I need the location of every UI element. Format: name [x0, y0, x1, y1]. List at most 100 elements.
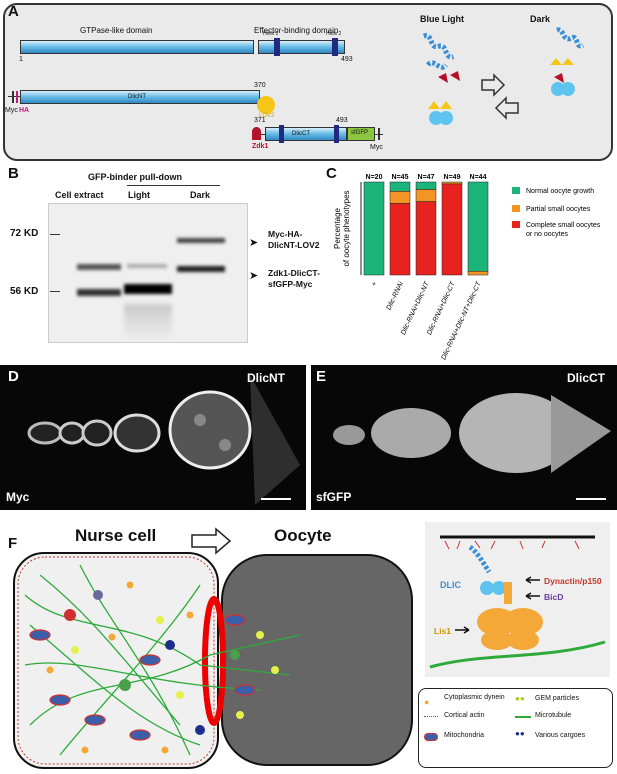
panel-label-b: B — [8, 165, 19, 182]
ring-canal — [202, 596, 226, 726]
ct-myc-label: Myc — [370, 144, 383, 151]
band-extract-upper — [77, 264, 121, 270]
microtubule-network — [24, 564, 301, 756]
bar-segment-2-1 — [389, 181, 411, 192]
lov2-domain — [257, 96, 275, 114]
cargo-group — [64, 590, 240, 735]
helix2-box — [332, 38, 338, 56]
bar-segment-0-1 — [389, 203, 411, 276]
myc-label: Myc — [5, 107, 18, 114]
dlicnt-egg-chamber-image — [27, 375, 300, 505]
bar-segment-0-3 — [441, 183, 463, 276]
light-dark-schematic — [423, 27, 585, 125]
light-helix-icon — [423, 33, 455, 70]
panel-label-d: D — [8, 368, 19, 385]
panel-label-f: F — [8, 535, 18, 552]
marker-72kd-tick — [50, 234, 60, 235]
helix1-box — [274, 38, 280, 56]
scale-bar-d — [261, 498, 291, 500]
helix2-label: Helix 2 — [326, 31, 342, 37]
ct-helix1-box — [279, 125, 284, 143]
bar-segment-1-2 — [415, 189, 437, 202]
pulldown-bracket — [127, 185, 220, 186]
n-label-0: N=20 — [366, 174, 383, 181]
bar-segment-0-2 — [415, 201, 437, 276]
phenotype-chart: Percentageof oocyte phenotypesN=20+N=45D… — [333, 174, 601, 360]
dynein-complex-diagram — [429, 535, 606, 669]
dlicnt-label: DlicNT — [128, 94, 146, 100]
gem-legend-icon: ●● — [515, 694, 525, 703]
band2-label-1: Zdk1-DlicCT- — [268, 268, 320, 278]
category-label-0: + — [371, 281, 379, 288]
marker-72kd: 72 KD — [10, 228, 39, 239]
gtpase-domain-label: GTPase-like domain — [80, 26, 153, 35]
dynein-legend-icon: ● — [424, 697, 430, 707]
mt-legend-icon — [515, 716, 531, 718]
band-extract-lower — [77, 289, 121, 296]
legend-cargo-label: Various cargoes — [535, 732, 586, 739]
nurse-cell-label: Nurse cell — [75, 526, 157, 545]
bar-segment-1-4 — [467, 271, 489, 276]
legend-mito-label: Mitochondria — [444, 732, 485, 739]
start-residue: 1 — [19, 56, 23, 63]
panel-label-c: C — [326, 165, 337, 182]
legend-dynein-label-1: Cytoplasmic dynein — [444, 694, 505, 701]
arrow-left-icon — [494, 96, 519, 120]
lane-dark: Dark — [190, 190, 211, 200]
legend-swatch-0 — [512, 221, 520, 228]
gtpase-domain-bar — [20, 40, 254, 54]
legend-mt-label: Microtubule — [535, 712, 572, 719]
panel-label-e: E — [316, 368, 327, 385]
marker-56kd: 56 KD — [10, 286, 39, 297]
nurse-cell-body — [13, 552, 219, 769]
panel-label-a: A — [8, 3, 19, 20]
panel-d-title: DlicNT — [247, 371, 286, 385]
zdk1-icon-2 — [450, 71, 460, 81]
inset-microtubule — [429, 640, 606, 669]
myc-tag — [12, 91, 14, 103]
dark-complex-icon — [550, 27, 585, 96]
band-light-lower — [124, 284, 172, 294]
band1-label-1: Myc-HA- — [268, 229, 303, 239]
panel-d-stain: Myc — [6, 490, 30, 504]
ct-linker — [261, 134, 266, 135]
panel-e-title: DlicCT — [567, 371, 606, 385]
bar-segment-1-1 — [389, 191, 411, 204]
y-axis-label: Percentageof oocyte phenotypes — [333, 190, 351, 266]
zdk1-icon — [438, 73, 448, 83]
ct-end-residue: 493 — [336, 117, 348, 124]
n-label-3: N=49 — [444, 174, 461, 181]
nt-end-residue: 370 — [254, 82, 266, 89]
dlicct-label: DlicCT — [292, 131, 310, 137]
band-light-upper — [127, 264, 167, 268]
lane-cell-extract: Cell extract — [55, 190, 104, 200]
lov2-dynein-icon — [428, 101, 453, 125]
lov2-label: LOV2 — [259, 113, 275, 119]
category-label-2: Dlic-RNAi+Dlic-NT — [400, 280, 431, 336]
helix1-label: Helix 1 — [263, 31, 279, 37]
ct-start-residue: 371 — [254, 117, 266, 124]
blue-light-label: Blue Light — [420, 14, 464, 24]
band1-arrow-icon: ➤ — [249, 237, 259, 249]
transport-schematic — [13, 527, 413, 769]
legend-label-1: Partial small oocytes — [526, 206, 591, 213]
dlicct-bar — [265, 127, 347, 141]
inset-dlic-label: DLIC — [440, 580, 461, 590]
arrow-right-icon — [481, 73, 506, 97]
dlicct-egg-chamber-image — [333, 393, 611, 473]
oocyte-cell — [221, 554, 413, 766]
actin-legend-icon — [424, 716, 438, 718]
band2-arrow-icon: ➤ — [249, 270, 259, 282]
bicd-helix-icon — [468, 544, 492, 574]
band2-label-2: sfGFP-Myc — [268, 279, 313, 289]
inset-dynactin-label: Dynactin/p150 — [544, 576, 602, 586]
ha-label: HA — [19, 107, 30, 114]
ha-tag — [16, 91, 18, 103]
panel-d-micrograph — [0, 365, 306, 510]
cortical-actin-ring — [17, 556, 215, 765]
n-label-4: N=44 — [470, 174, 487, 181]
legend-swatch-2 — [512, 187, 520, 194]
gem-particles — [71, 616, 279, 719]
actin-fibers — [444, 540, 580, 550]
